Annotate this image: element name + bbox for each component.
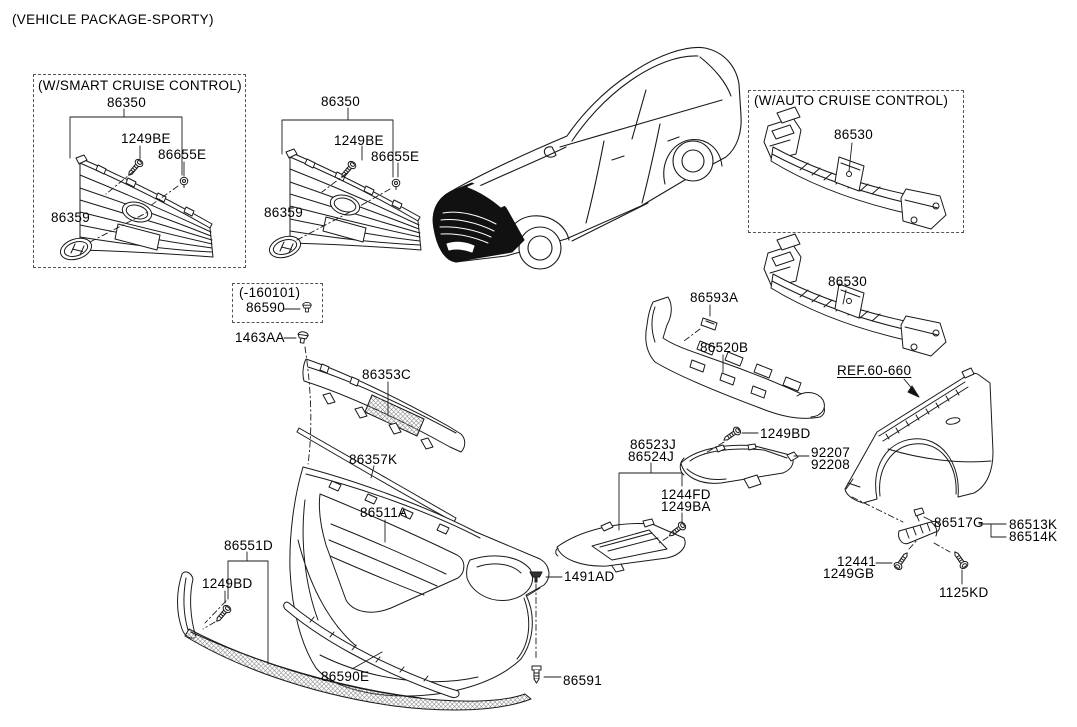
label-upper-molding: 86353C — [362, 367, 412, 382]
clip-icon — [913, 507, 925, 517]
cover-fastener-drawing — [529, 571, 543, 684]
label-fender-bolt: 1125KD — [939, 585, 989, 600]
label-upper-strip: 86357K — [349, 452, 398, 467]
pre-160101-option-box — [232, 283, 323, 323]
label-cover-bolt: 86591 — [563, 673, 603, 688]
auto-cruise-box-title: (W/AUTO CRUISE CONTROL) — [754, 93, 949, 108]
label-absorber-clip: 86593A — [690, 290, 739, 305]
label-bezel-screw-lower: 1249BA — [661, 499, 711, 514]
bumper-beam-drawing — [763, 233, 947, 357]
side-bracket-drawing — [898, 507, 941, 545]
fender-drawing — [844, 367, 994, 504]
label-bumper-beam: 86530 — [828, 274, 868, 289]
label-lip-spoiler: 86551D — [224, 538, 274, 553]
label-grille-emblem: 86359 — [264, 205, 304, 220]
label-grille-screw: 1249BE — [334, 133, 384, 148]
lower-molding-drawing — [283, 601, 460, 698]
push-clip-icon — [529, 571, 543, 583]
fog-bezel-drawing — [555, 518, 686, 573]
dashed-leader-lines — [89, 170, 951, 661]
leader-lines — [69, 107, 1007, 678]
label-side-clip: 86517G — [934, 515, 984, 530]
bolt-icon — [531, 665, 542, 684]
label-fog-bezel-upper: 86523J — [630, 437, 677, 452]
page-title: (VEHICLE PACKAGE-SPORTY) — [12, 12, 214, 27]
label-smart-grille-screw: 1249BE — [121, 131, 171, 146]
label-energy-absorber: 86520B — [700, 340, 749, 355]
smart-cruise-option-box — [33, 74, 246, 268]
pin-clip-icon — [296, 330, 310, 345]
label-bezel-screw-upper: 1244FD — [661, 487, 711, 502]
upper-molding-drawing — [296, 302, 466, 453]
label-smart-grille-emblem: 86359 — [51, 210, 91, 225]
screw-icon — [720, 425, 743, 445]
label-drl-lamp-upper: 92207 — [811, 445, 851, 460]
arrow-icon — [907, 385, 920, 398]
label-lip-screw: 1249BD — [202, 576, 253, 591]
clip-icon — [700, 317, 718, 331]
lip-spoiler-drawing — [177, 571, 532, 711]
smart-cruise-box-title: (W/SMART CRUISE CONTROL) — [38, 78, 242, 93]
label-fender-ref: REF.60-660 — [837, 363, 912, 378]
bumper-cover-drawing — [289, 466, 550, 697]
hyundai-emblem-icon — [268, 235, 302, 259]
label-smart-grille-nut: 86655E — [158, 147, 207, 162]
bolt-icon — [892, 549, 912, 572]
nut-icon — [391, 178, 401, 190]
hyundai-emblem-icon — [59, 237, 93, 261]
label-grille-nut: 86655E — [371, 149, 420, 164]
label-auto-cruise-beam: 86530 — [834, 127, 874, 142]
label-side-bracket-lower: 86514K — [1009, 529, 1058, 544]
label-drl-screw: 1249BD — [760, 426, 811, 441]
energy-absorber-drawing — [645, 296, 825, 419]
label-side-bolt-lower: 1249GB — [823, 566, 875, 581]
auto-cruise-option-box — [748, 90, 964, 233]
label-cover-pin: 1463AA — [235, 330, 285, 345]
screw-icon — [337, 159, 358, 181]
car-drawing — [432, 46, 742, 270]
bolt-icon — [950, 548, 970, 571]
label-smart-grille-assy: 86350 — [107, 95, 147, 110]
label-lower-molding: 86590E — [321, 669, 370, 684]
smart-grille-drawing — [59, 154, 214, 261]
drl-lamp-drawing — [679, 443, 799, 489]
label-grille-assy: 86350 — [321, 94, 361, 109]
label-side-bolt-upper: 12441 — [837, 554, 877, 569]
label-cover-clip: 1491AD — [564, 569, 615, 584]
label-fog-bezel-lower: 86524J — [628, 449, 675, 464]
screw-icon — [212, 603, 233, 625]
label-pre160101-clip: 86590 — [246, 300, 286, 315]
label-side-bracket-upper: 86513K — [1009, 517, 1058, 532]
label-drl-lamp-lower: 92208 — [811, 457, 851, 472]
pre-160101-box-title: (-160101) — [239, 285, 301, 300]
label-bumper-cover: 86511A — [360, 505, 408, 520]
